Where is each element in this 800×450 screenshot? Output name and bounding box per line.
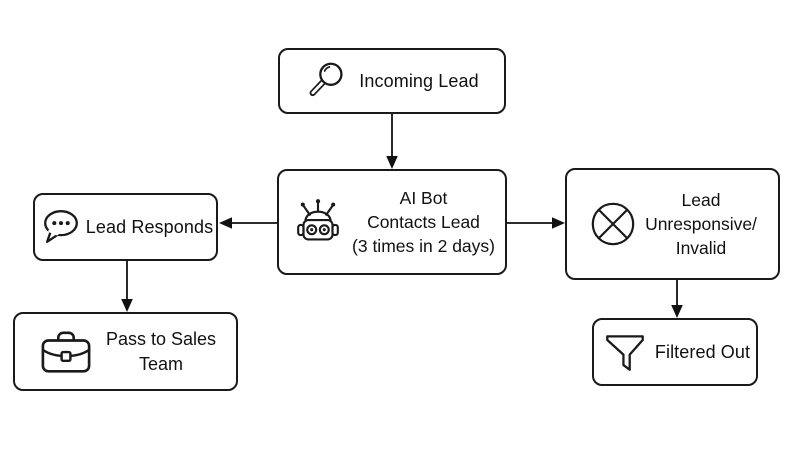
magnifying-glass-icon <box>305 58 351 104</box>
node-label-line: Invalid <box>675 238 727 258</box>
edge-aibot-to-responds <box>219 217 277 229</box>
node-pass-to-sales: Pass to Sales Team <box>13 312 238 391</box>
edge-aibot-to-unresponsive <box>507 217 565 229</box>
node-label-line: Team <box>138 353 183 374</box>
node-incoming-lead: Incoming Lead <box>278 48 506 114</box>
edge-responds-to-pass <box>121 261 133 312</box>
node-label: Lead Responds <box>85 216 214 237</box>
node-label-line: Unresponsive/ <box>645 214 757 234</box>
node-label-line: Contacts Lead <box>367 212 480 232</box>
node-label-line: AI Bot <box>399 188 448 208</box>
node-label-line: (3 times in 2 days) <box>352 236 495 256</box>
node-filtered-out: Filtered Out <box>592 318 758 386</box>
node-label: AI Bot Contacts Lead (3 times in 2 days) <box>352 186 495 258</box>
edge-unresponsive-to-filtered <box>671 280 683 318</box>
node-lead-unresponsive: Lead Unresponsive/ Invalid <box>565 168 780 280</box>
node-label: Filtered Out <box>654 341 751 362</box>
robot-icon <box>289 193 347 251</box>
node-label-line: Pass to Sales <box>105 328 217 349</box>
node-ai-bot: AI Bot Contacts Lead (3 times in 2 days) <box>277 169 507 275</box>
node-label: Lead Unresponsive/ Invalid <box>645 188 757 260</box>
node-lead-responds: Lead Responds <box>33 193 218 261</box>
briefcase-icon <box>35 324 97 379</box>
edge-incoming-to-aibot <box>386 114 398 169</box>
node-label: Incoming Lead <box>359 70 479 91</box>
node-label-line: Lead <box>681 190 721 210</box>
circle-x-icon <box>588 199 638 249</box>
speech-bubble-icon <box>38 204 84 250</box>
funnel-icon <box>600 327 650 377</box>
node-label: Pass to Sales Team <box>106 327 216 377</box>
